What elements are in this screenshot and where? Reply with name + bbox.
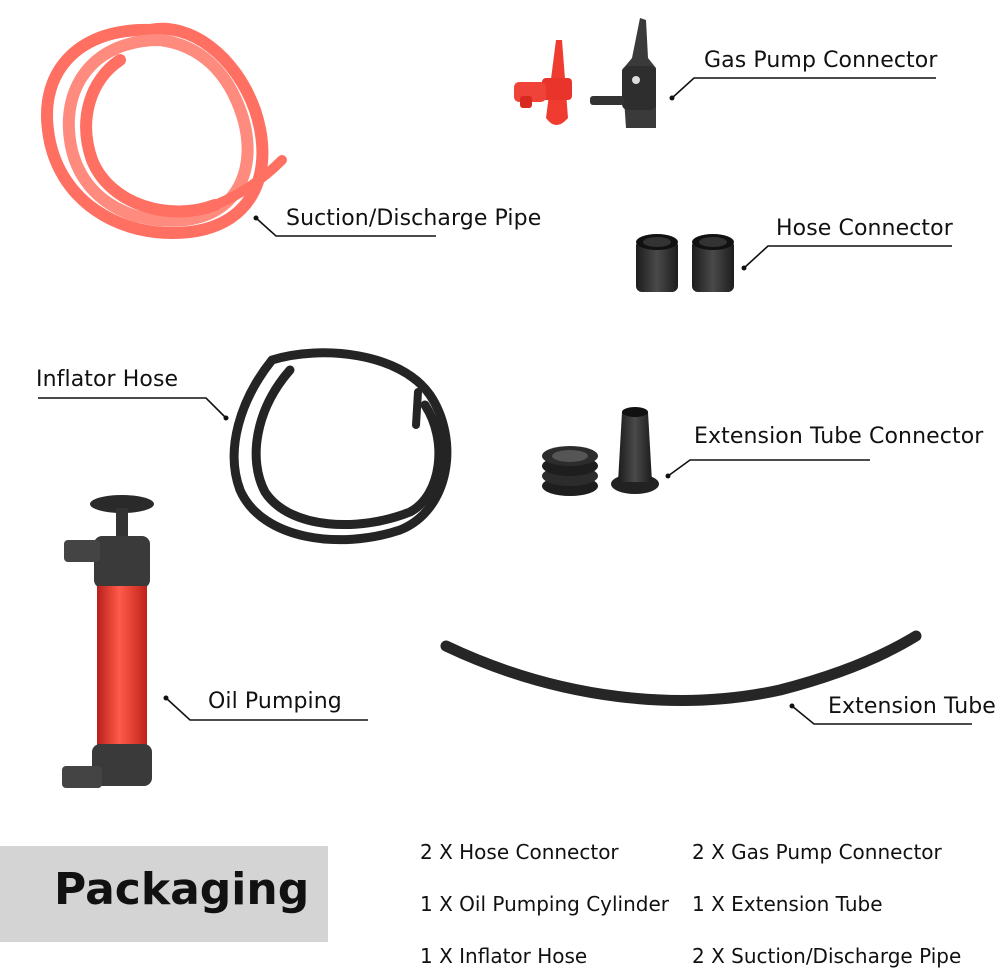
packaging-panel: [0, 846, 328, 942]
packaging-item: 2 X Hose Connector: [420, 840, 619, 864]
inflator-hose-image: [229, 348, 452, 545]
packaging-item: 1 X Inflator Hose: [420, 944, 588, 968]
packaging-item: 1 X Oil Pumping Cylinder: [420, 892, 670, 916]
oil-pumping-label: Oil Pumping: [208, 689, 342, 714]
extension-tube-connector-label: Extension Tube Connector: [694, 424, 984, 449]
oil-pump-image: [62, 495, 154, 788]
leader-dots: [163, 95, 795, 709]
gas-pump-connector-image: [514, 18, 656, 128]
packaging-item: 1 X Extension Tube: [692, 892, 883, 916]
packaging-item: 2 X Gas Pump Connector: [692, 840, 942, 864]
extension-tube-image: [440, 630, 922, 706]
leader-lines: [38, 77, 972, 725]
extension-tube-label: Extension Tube: [828, 694, 996, 719]
suction-discharge-pipe-label: Suction/Discharge Pipe: [286, 206, 542, 231]
hose-connector-image: [636, 234, 734, 292]
suction-discharge-pipe-image: [41, 22, 287, 239]
packaging-item: 2 X Suction/Discharge Pipe: [692, 944, 962, 968]
hose-connector-label: Hose Connector: [776, 216, 953, 241]
extension-tube-connector-image: [542, 407, 659, 496]
inflator-hose-label: Inflator Hose: [36, 367, 179, 392]
gas-pump-connector-label: Gas Pump Connector: [704, 48, 938, 73]
packaging-title: Packaging: [54, 864, 310, 915]
